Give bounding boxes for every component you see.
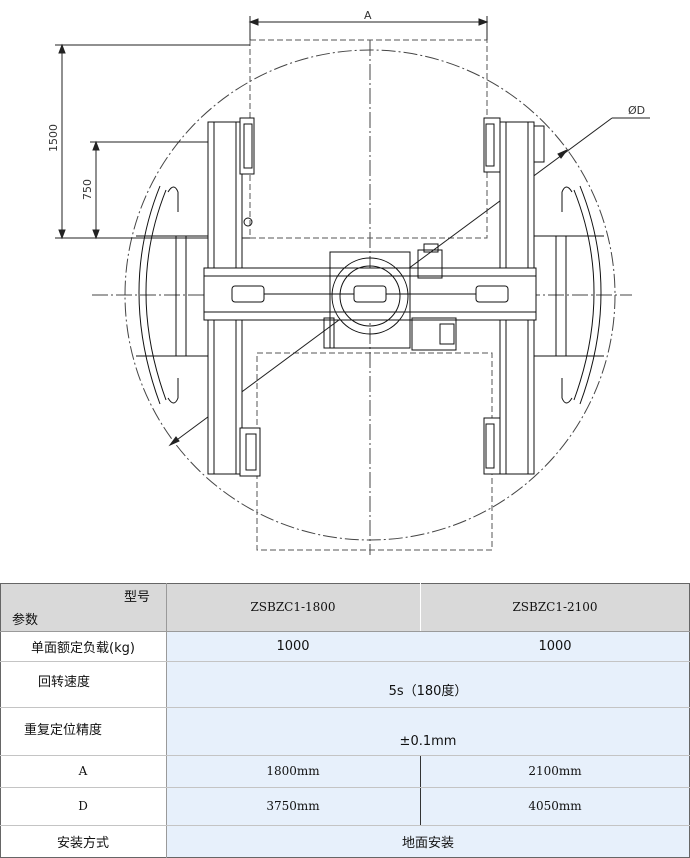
table-model-divider <box>420 583 421 631</box>
right-curved-guard <box>534 185 604 405</box>
row-value-a-1: 1800mm <box>166 755 420 787</box>
header-model-1: ZSBZC1-1800 <box>166 583 420 631</box>
table-border-left <box>0 583 1 858</box>
row-label-rotation-speed: 回转速度 <box>0 661 166 707</box>
main-crossbeam <box>203 267 537 321</box>
workpiece-envelope-top <box>249 39 488 239</box>
row-label-installation: 安装方式 <box>0 825 166 858</box>
header-model-2: ZSBZC1-2100 <box>420 583 690 631</box>
workpiece-envelope-bottom <box>256 352 493 551</box>
row-value-a-2: 2100mm <box>420 755 690 787</box>
dimension-a <box>248 16 489 40</box>
table-col-divider <box>166 583 167 858</box>
table-row-line <box>0 631 690 632</box>
row-value-repeatability: ±0.1mm <box>166 707 690 755</box>
row-value-rotation-speed: 5s（180度） <box>166 661 690 707</box>
table-row-line <box>0 825 690 826</box>
table-row-line <box>0 755 690 756</box>
header-param-label: 参数 <box>12 613 39 628</box>
row-value-d-2: 4050mm <box>420 787 690 825</box>
row-value-installation: 地面安装 <box>166 825 690 858</box>
dimension-label-diameter: ØD <box>628 104 645 117</box>
table-border-top <box>0 583 690 584</box>
dimension-label-1500: 1500 <box>47 124 60 152</box>
slewing-drive <box>323 243 457 351</box>
positioner-top-view-drawing: A ØD 1500 750 <box>47 9 650 555</box>
row-label-a: A <box>0 755 166 787</box>
table-row-line <box>0 787 690 788</box>
row-label-d: D <box>0 787 166 825</box>
row-label-repeatability: 重复定位精度 <box>0 707 166 755</box>
dimension-label-750: 750 <box>81 179 94 200</box>
row-value-load-1: 1000 <box>166 631 420 661</box>
row-value-load-2: 1000 <box>420 631 690 661</box>
header-model-label: 型号 <box>124 590 151 605</box>
table-ad-divider <box>420 755 421 825</box>
dimension-label-a: A <box>364 9 372 22</box>
left-curved-guard <box>136 185 208 405</box>
specification-table: 型号 参数 ZSBZC1-1800 ZSBZC1-2100 单面额定负载(kg)… <box>0 583 690 858</box>
row-value-d-1: 3750mm <box>166 787 420 825</box>
table-header-corner: 型号 参数 <box>0 583 166 631</box>
table-row-line <box>0 661 690 662</box>
row-label-load: 单面额定负载(kg) <box>0 631 166 661</box>
table-row-line <box>0 707 690 708</box>
